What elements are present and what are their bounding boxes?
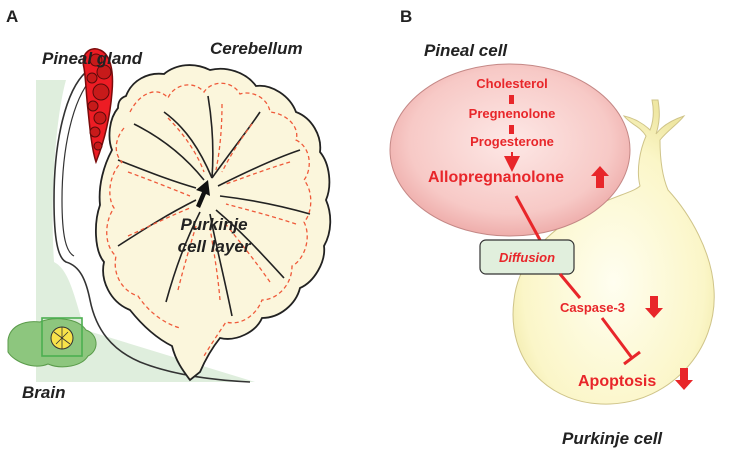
allopregnanolone-diffusion-line [514, 195, 542, 241]
pathway-step-2: Pregnenolone [469, 106, 556, 121]
diffusion-to-caspase-line [558, 273, 582, 299]
pathway-connector-1 [509, 95, 514, 104]
purkinje-layer-label-line2: cell layer [178, 237, 252, 256]
brain-surface-line-inner [61, 77, 93, 257]
caspase-to-apoptosis-inhibition [600, 317, 634, 359]
cerebellum-drawing [95, 64, 332, 382]
allopregnanolone-up-arrow-icon [591, 166, 609, 188]
purkinje-cell-drawing [512, 99, 715, 405]
pineal-cell-label: Pineal cell [424, 41, 508, 60]
diffusion-box [479, 239, 575, 275]
apoptosis-label: Apoptosis [578, 373, 656, 390]
purkinje-pointer-arrow [196, 180, 210, 208]
panel-b-letter: B [400, 7, 412, 26]
panel-a-letter: A [6, 7, 18, 26]
purkinje-layer-label-line1: Purkinje [180, 215, 247, 234]
apoptosis-down-arrow-icon [675, 368, 693, 390]
purkinje-cell-label: Purkinje cell [562, 429, 663, 448]
pineal-cell-drawing [389, 63, 631, 237]
pathway-step-1: Cholesterol [476, 76, 548, 91]
cerebellum-label: Cerebellum [210, 39, 303, 58]
pathway-step-3: Progesterone [470, 134, 554, 149]
caspase-label: Caspase-3 [560, 300, 625, 315]
caspase-down-arrow-icon [645, 296, 663, 318]
brain-label: Brain [22, 383, 65, 402]
brain-inset-icon [7, 317, 97, 368]
diffusion-label: Diffusion [499, 250, 555, 265]
brain-inset-highlight-box [41, 317, 83, 357]
pathway-connector-2 [509, 125, 514, 134]
inhibition-bar [623, 350, 641, 366]
pineal-gland-label: Pineal gland [42, 49, 143, 68]
pineal-gland-drawing [82, 48, 114, 165]
brain-surface-line [53, 71, 251, 383]
allopregnanolone-label: Allopregnanolone [428, 169, 564, 186]
